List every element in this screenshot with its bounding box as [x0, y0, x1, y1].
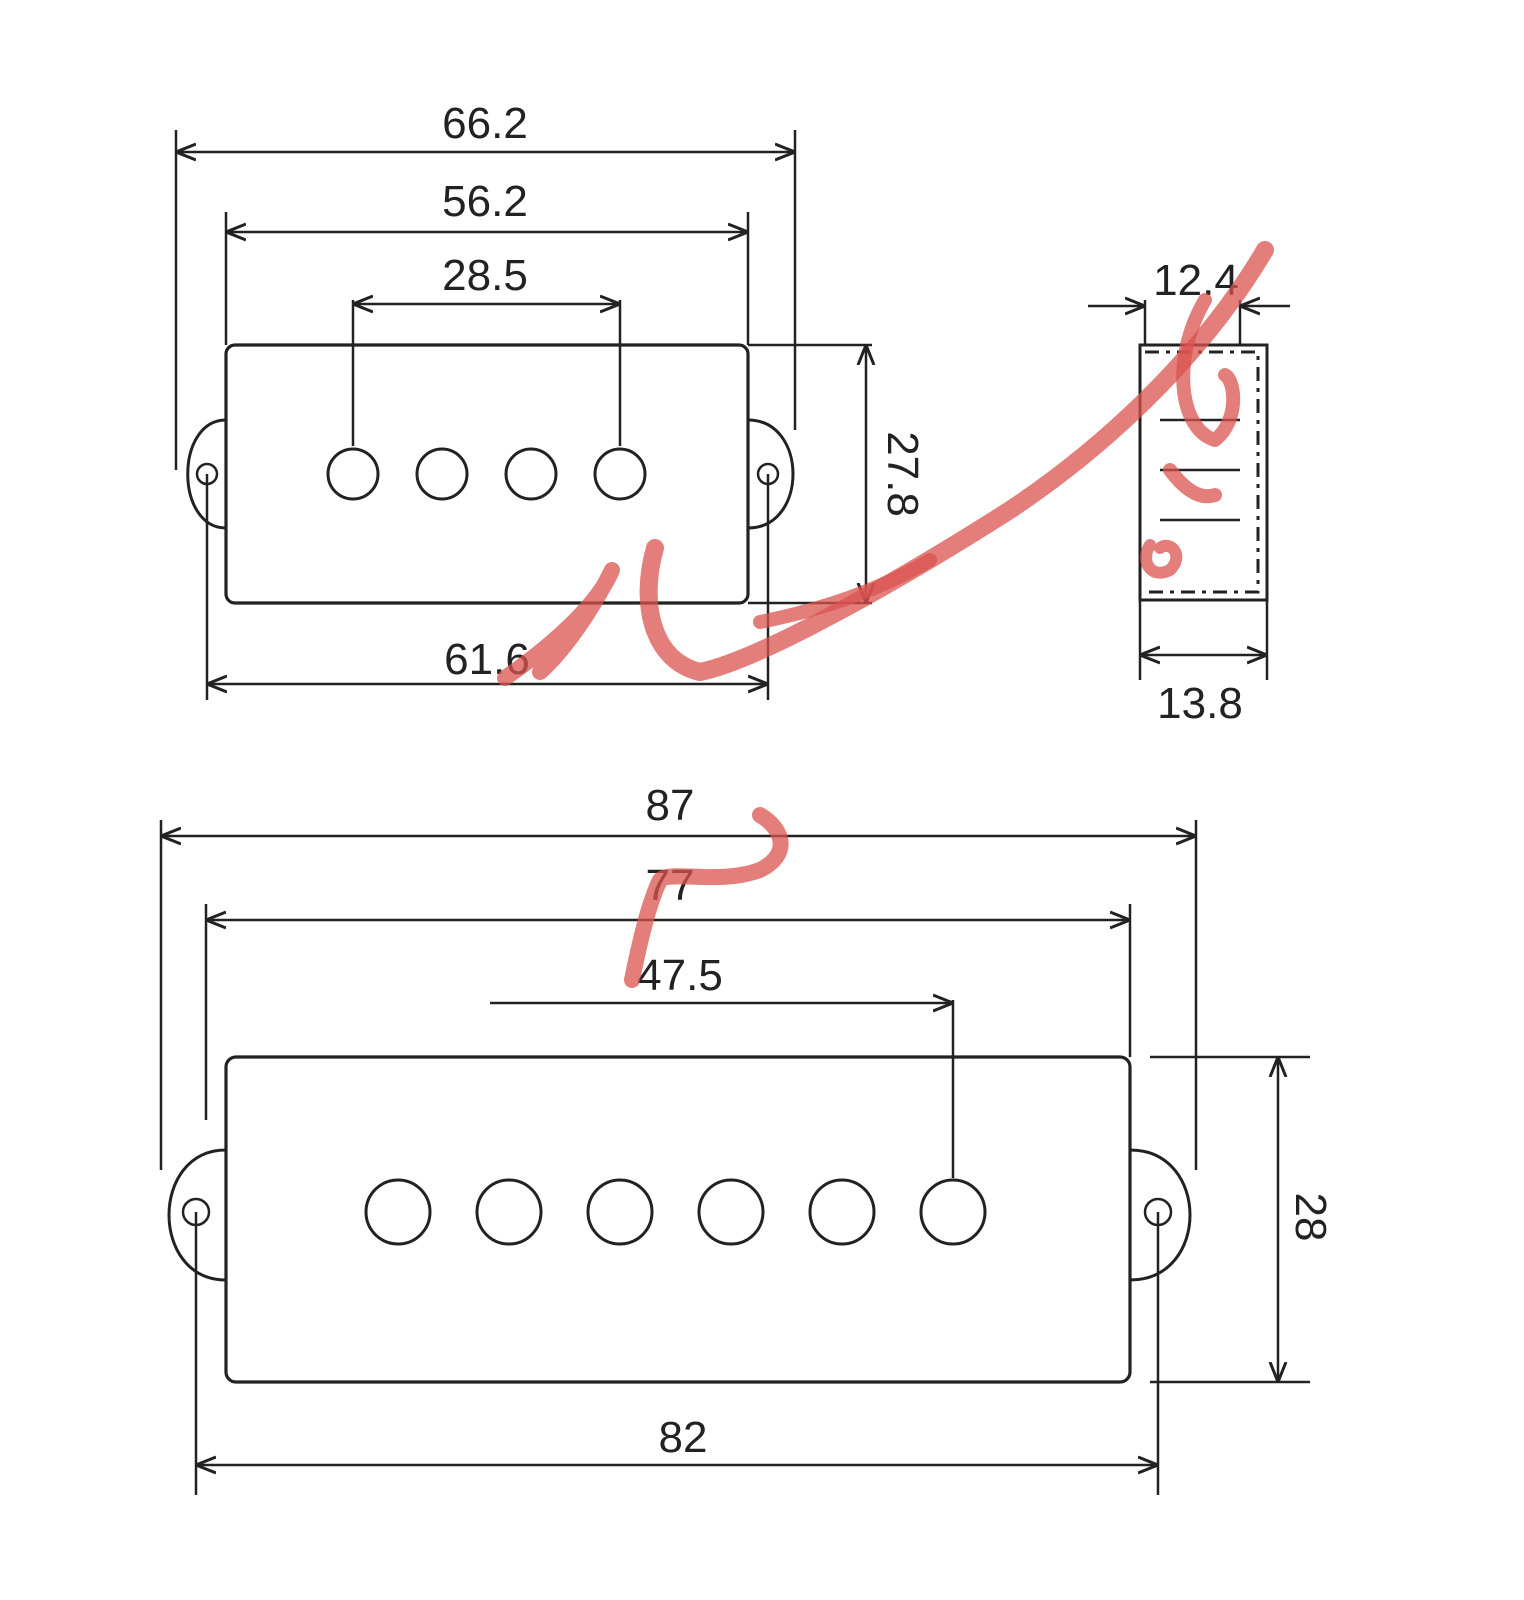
bottom-pickup-body — [224, 1055, 1132, 1384]
top-pickup-view: 66.2 56.2 28.5 27.8 61.6 — [174, 99, 927, 700]
right-mount-ear — [747, 418, 795, 530]
left-mount-ear — [186, 418, 227, 530]
dim-label-mount-span: 56.2 — [442, 177, 528, 226]
pole-piece — [697, 1178, 765, 1246]
pole-piece — [919, 1178, 987, 1246]
dim-label-overall-width: 87 — [646, 781, 695, 830]
signature-watermark — [497, 241, 1274, 988]
bottom-pole-pieces — [364, 1178, 987, 1246]
bottom-pickup-view: 87 77 47.5 28 82 — [159, 781, 1335, 1495]
pole-piece — [326, 447, 380, 501]
pole-piece — [415, 447, 469, 501]
dim-label-height: 28 — [1286, 1193, 1335, 1242]
pole-piece — [475, 1178, 543, 1246]
dim-label-height: 27.8 — [878, 431, 927, 517]
pole-piece — [593, 447, 647, 501]
right-mount-ear — [1129, 1148, 1192, 1282]
dim-label-pole-span: 47.5 — [637, 951, 723, 1000]
pole-piece — [364, 1178, 432, 1246]
pole-piece — [504, 447, 558, 501]
pole-piece — [586, 1178, 654, 1246]
dim-label-overall-width: 66.2 — [442, 99, 528, 148]
left-mount-ear — [167, 1148, 227, 1282]
dim-label-pole-span: 28.5 — [442, 251, 528, 300]
dim-label-bottom-depth: 13.8 — [1157, 679, 1243, 728]
top-pickup-body — [224, 343, 750, 605]
dim-label-base-width: 82 — [659, 1413, 708, 1462]
pole-piece — [808, 1178, 876, 1246]
top-pole-pieces — [326, 447, 647, 501]
